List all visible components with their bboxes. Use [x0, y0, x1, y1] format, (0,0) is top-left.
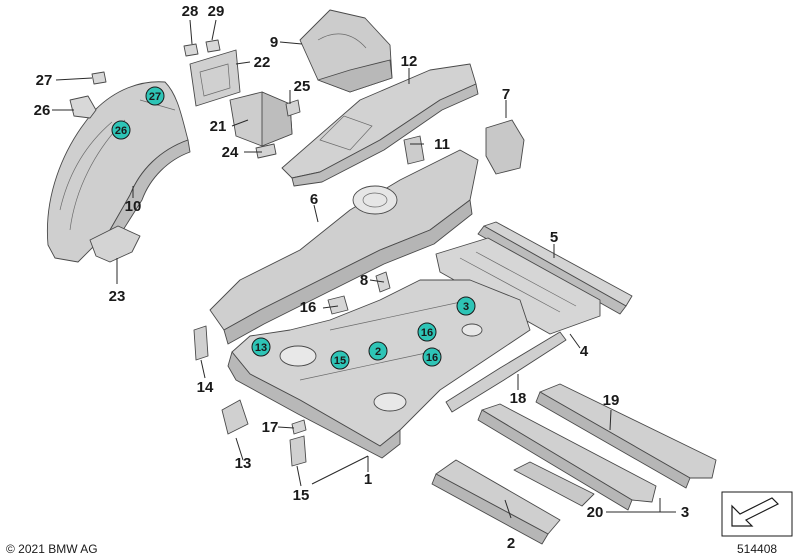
- part-2: [431, 459, 561, 545]
- callout-2: 2: [507, 535, 515, 552]
- svg-text:27: 27: [149, 91, 161, 103]
- part-4: [435, 237, 601, 335]
- callout-3: 3: [681, 504, 689, 521]
- callout-18: 18: [510, 390, 527, 407]
- callout-27: 27: [36, 72, 53, 89]
- callout-13: 13: [235, 455, 252, 472]
- leader-lines: [52, 19, 676, 519]
- callout-7: 7: [502, 86, 510, 103]
- svg-text:16: 16: [426, 352, 438, 364]
- callout-23: 23: [109, 288, 126, 305]
- badge-13: 13: [251, 337, 271, 357]
- callout-11: 11: [434, 136, 450, 153]
- svg-text:13: 13: [255, 342, 267, 354]
- callout-20: 20: [587, 504, 604, 521]
- badge-26: 26: [111, 120, 131, 140]
- diagram-number: 514408: [737, 542, 778, 556]
- copyright-text: © 2021 BMW AG: [6, 542, 98, 556]
- callout-16: 16: [300, 299, 317, 316]
- callout-6: 6: [310, 191, 318, 208]
- svg-text:16: 16: [421, 327, 433, 339]
- part-11: [403, 135, 425, 165]
- callout-21: 21: [210, 118, 227, 135]
- callout-28: 28: [182, 3, 199, 20]
- part-9: [299, 9, 393, 93]
- part-bracket-27: [91, 71, 107, 85]
- badge-16-lower: 16: [422, 347, 442, 367]
- part-12: [281, 63, 479, 187]
- badge-15: 15: [330, 350, 350, 370]
- callout-26: 26: [34, 102, 51, 119]
- callout-1: 1: [364, 471, 372, 488]
- part-15: [289, 435, 307, 467]
- part-23: [89, 225, 141, 263]
- part-19: [535, 383, 717, 489]
- svg-text:2: 2: [375, 346, 381, 358]
- callout-14: 14: [197, 379, 214, 396]
- part-1: [227, 279, 531, 459]
- callout-22: 22: [254, 54, 271, 71]
- callout-8: 8: [360, 272, 368, 289]
- callout-15: 15: [293, 487, 310, 504]
- badge-27: 27: [145, 86, 165, 106]
- callout-25: 25: [294, 78, 311, 95]
- part-20: [513, 461, 595, 507]
- part-14: [193, 325, 209, 361]
- orientation-arrow-icon: [721, 491, 793, 537]
- part-22-plate: [189, 49, 241, 107]
- callout-10: 10: [125, 198, 142, 215]
- part-bracket-26: [69, 95, 97, 119]
- part-6: [209, 149, 479, 345]
- part-16: [327, 295, 349, 315]
- callout-12: 12: [401, 53, 418, 70]
- badge-2: 2: [368, 341, 388, 361]
- callout-5: 5: [550, 229, 558, 246]
- badge-16-upper: 16: [417, 322, 437, 342]
- part-18: [445, 331, 567, 413]
- part-5: [477, 221, 633, 315]
- svg-text:15: 15: [334, 355, 346, 367]
- part-24: [255, 143, 277, 159]
- part-13: [221, 399, 249, 435]
- part-17: [291, 419, 307, 435]
- callout-4: 4: [580, 343, 589, 360]
- svg-text:26: 26: [115, 125, 127, 137]
- part-7: [485, 119, 525, 175]
- callout-19: 19: [603, 392, 620, 409]
- part-29: [205, 39, 221, 53]
- callout-17: 17: [262, 419, 279, 436]
- part-drawings: [46, 9, 717, 545]
- part-28: [183, 43, 199, 57]
- badge-3: 3: [456, 296, 476, 316]
- badge-group: 27 26 13 15 2 16 16 3: [111, 86, 476, 370]
- callout-24: 24: [222, 144, 239, 161]
- part-3: [477, 403, 657, 511]
- callout-9: 9: [270, 34, 278, 51]
- svg-text:3: 3: [463, 301, 469, 313]
- part-25: [285, 99, 301, 117]
- callout-29: 29: [208, 3, 225, 20]
- callout-group: 1 2 3 4 5 6 7 8 9 10 11 12 13 14 15 16 1…: [34, 3, 690, 552]
